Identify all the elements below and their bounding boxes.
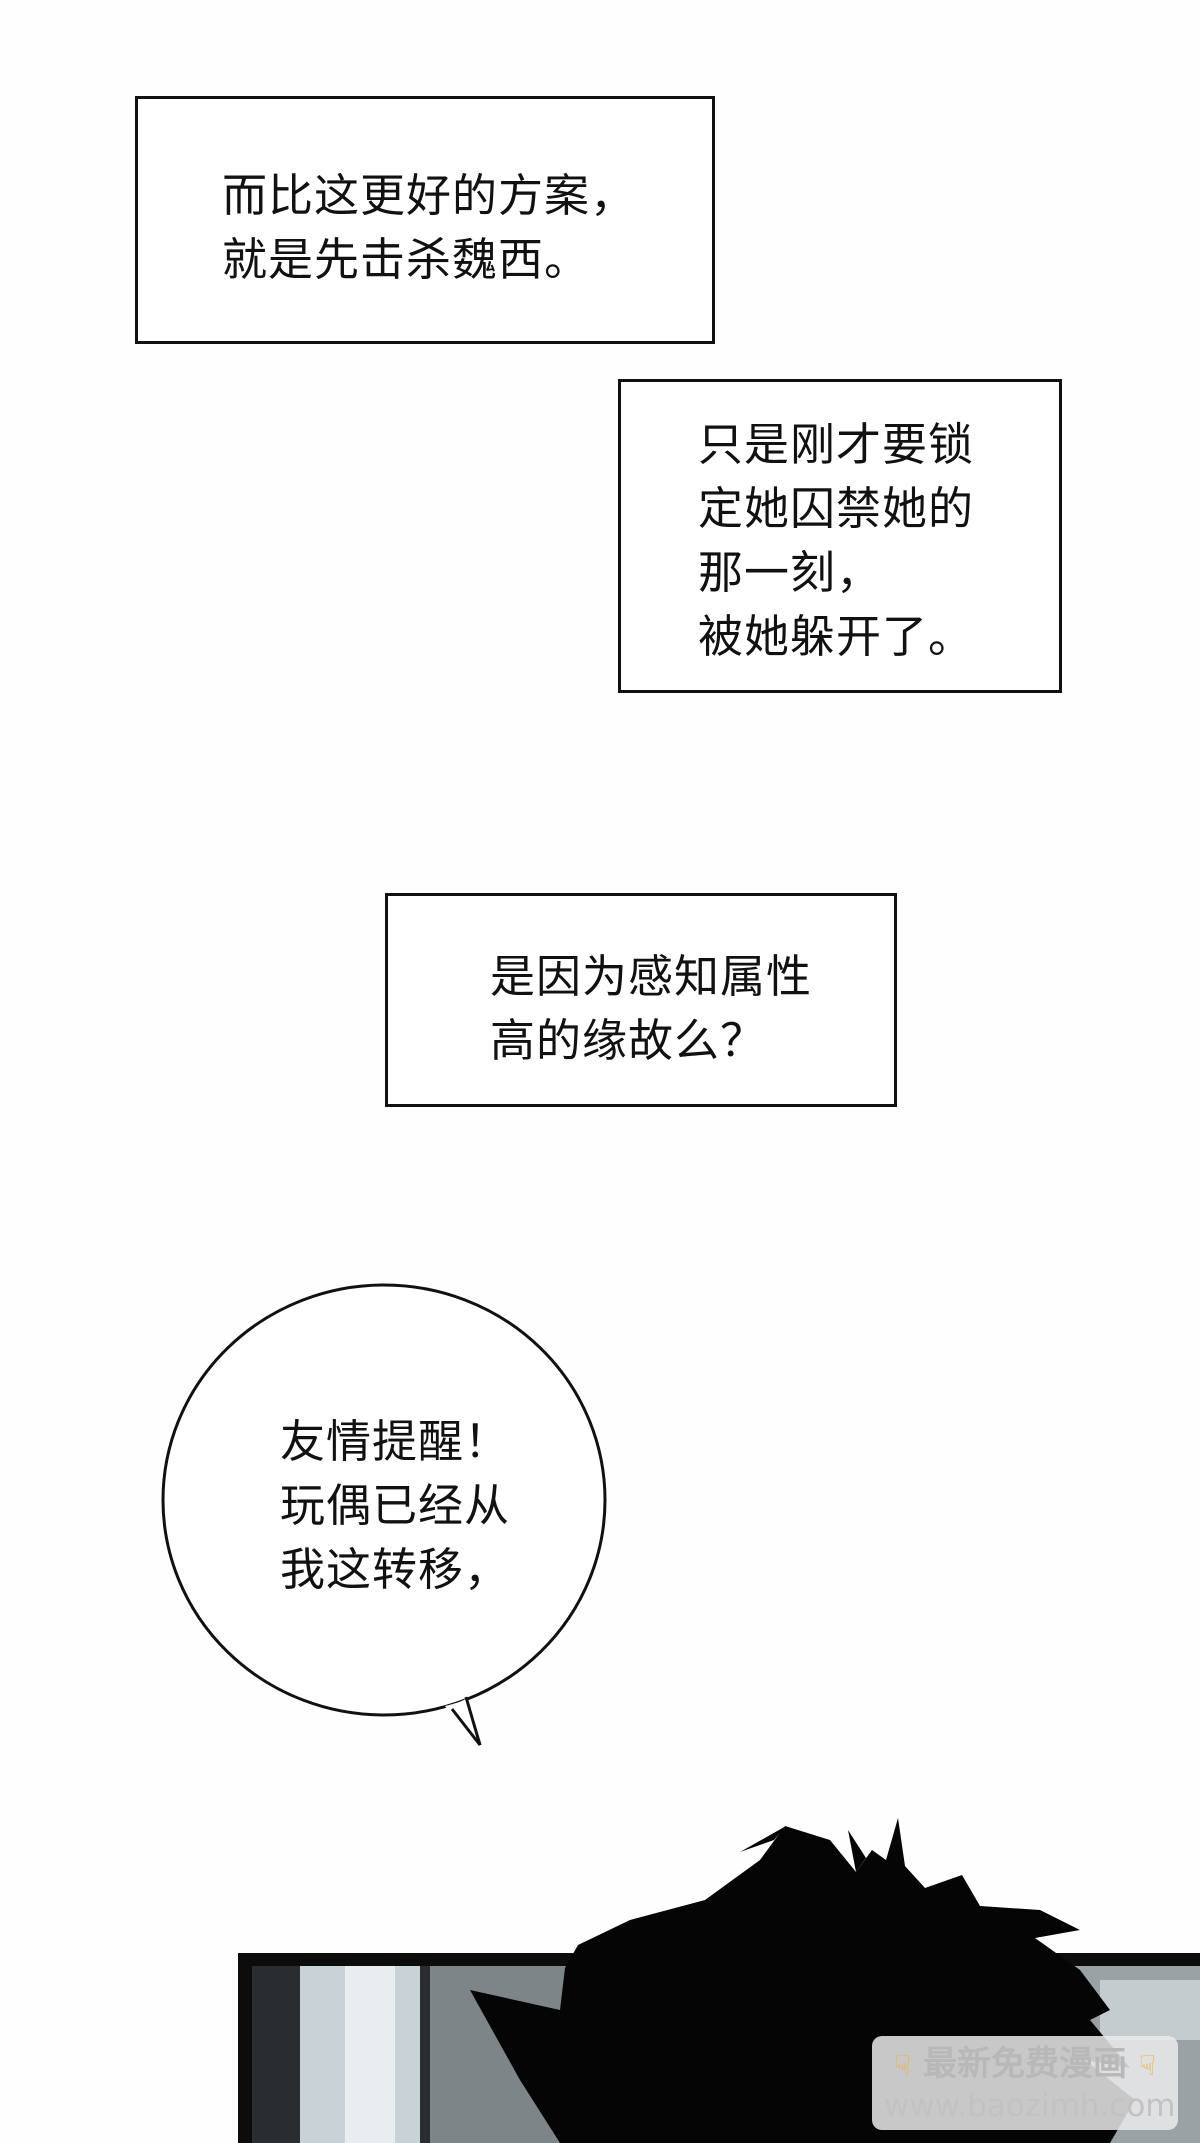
bubble-line: 我这转移， — [280, 1543, 511, 1596]
caption-line: 那一刻， — [698, 546, 883, 599]
caption-line: 是因为感知属性 — [490, 950, 813, 1003]
pointing-hand-icon: ☟ — [1138, 2049, 1156, 2082]
caption-box-1 — [135, 96, 715, 344]
caption-line: 被她躲开了。 — [698, 610, 975, 663]
caption-line: 而比这更好的方案， — [222, 169, 637, 222]
caption-text-3: 是因为感知属性 高的缘故么？ — [490, 945, 812, 1073]
watermark-title-row: ☟ 最新免费漫画 ☟ — [884, 2044, 1166, 2086]
caption-line: 定她囚禁她的 — [698, 482, 975, 535]
pointing-hand-icon: ☟ — [894, 2049, 912, 2082]
caption-text-2: 只是刚才要锁 定她囚禁她的 那一刻， 被她躲开了。 — [698, 413, 974, 669]
watermark-url[interactable]: www.baozimh.com — [884, 2088, 1176, 2124]
caption-text-1: 而比这更好的方案， 就是先击杀魏西。 — [222, 164, 636, 292]
caption-box-2 — [618, 379, 1062, 693]
caption-line: 就是先击杀魏西。 — [222, 233, 591, 286]
bubble-line: 玩偶已经从 — [280, 1479, 511, 1532]
bubble-line: 友情提醒！ — [280, 1415, 511, 1468]
caption-box-3 — [385, 893, 897, 1107]
caption-line: 高的缘故么？ — [490, 1014, 767, 1067]
watermark-title: 最新免费漫画 — [923, 2044, 1127, 2084]
watermark[interactable]: ☟ 最新免费漫画 ☟ www.baozimh.com — [872, 2036, 1178, 2130]
bubble-text: 友情提醒！ 玩偶已经从 我这转移， — [280, 1410, 510, 1602]
speech-bubble — [161, 1283, 607, 1746]
caption-line: 只是刚才要锁 — [698, 418, 975, 471]
